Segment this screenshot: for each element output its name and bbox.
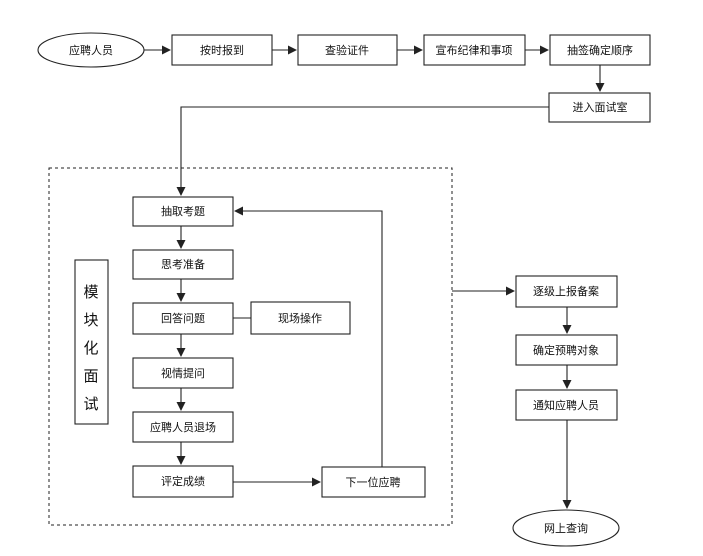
- node-online-label: 网上查询: [544, 521, 588, 535]
- node-notify-label: 通知应聘人员: [533, 398, 599, 412]
- node-notify: 通知应聘人员: [515, 389, 618, 421]
- node-confirm: 确定预聘对象: [515, 334, 618, 366]
- node-announce: 宣布纪律和事项: [423, 34, 526, 66]
- node-score-label: 评定成绩: [161, 474, 205, 488]
- arrow-enter-room-to-draw-question: [176, 106, 549, 196]
- node-enter-room: 进入面试室: [548, 92, 651, 123]
- module-title-box: 模 块 化 面 试: [74, 259, 109, 425]
- node-confirm-label: 确定预聘对象: [533, 343, 599, 357]
- node-next: 下一位应聘: [321, 466, 426, 498]
- module-title-char: 模: [83, 283, 98, 301]
- node-verify-label: 查验证件: [325, 43, 369, 57]
- arrow-next-loop-to-draw-question: [234, 206, 383, 467]
- node-onsite: 现场操作: [250, 301, 351, 335]
- node-draw-order-label: 抽签确定顺序: [567, 43, 633, 57]
- node-enter-room-label: 进入面试室: [573, 100, 628, 114]
- node-report-label: 逐级上报备案: [533, 284, 599, 298]
- node-situational-label: 视情提问: [161, 366, 205, 380]
- node-exit: 应聘人员退场: [132, 411, 234, 443]
- node-checkin: 按时报到: [171, 34, 273, 66]
- node-draw-question-label: 抽取考题: [161, 204, 205, 218]
- node-think: 思考准备: [132, 249, 234, 280]
- node-draw-question: 抽取考题: [132, 196, 234, 227]
- node-score: 评定成绩: [132, 465, 234, 498]
- node-answer: 回答问题: [132, 302, 234, 335]
- module-title-char: 化: [83, 339, 98, 357]
- module-title-char: 面: [83, 367, 98, 385]
- node-think-label: 思考准备: [161, 257, 205, 271]
- module-title-char: 试: [83, 395, 98, 413]
- node-report: 逐级上报备案: [515, 275, 618, 308]
- node-situational: 视情提问: [132, 357, 234, 389]
- module-container: [48, 167, 453, 526]
- node-verify: 查验证件: [297, 34, 398, 66]
- node-draw-order: 抽签确定顺序: [549, 34, 651, 66]
- node-online: 网上查询: [512, 509, 620, 547]
- node-answer-label: 回答问题: [161, 311, 205, 325]
- node-start: 应聘人员: [37, 32, 145, 68]
- node-exit-label: 应聘人员退场: [150, 420, 216, 434]
- node-checkin-label: 按时报到: [200, 43, 244, 57]
- node-announce-label: 宣布纪律和事项: [436, 43, 513, 57]
- node-start-label: 应聘人员: [69, 43, 113, 57]
- node-onsite-label: 现场操作: [278, 311, 322, 325]
- node-next-label: 下一位应聘: [346, 475, 401, 489]
- module-title-char: 块: [83, 311, 98, 329]
